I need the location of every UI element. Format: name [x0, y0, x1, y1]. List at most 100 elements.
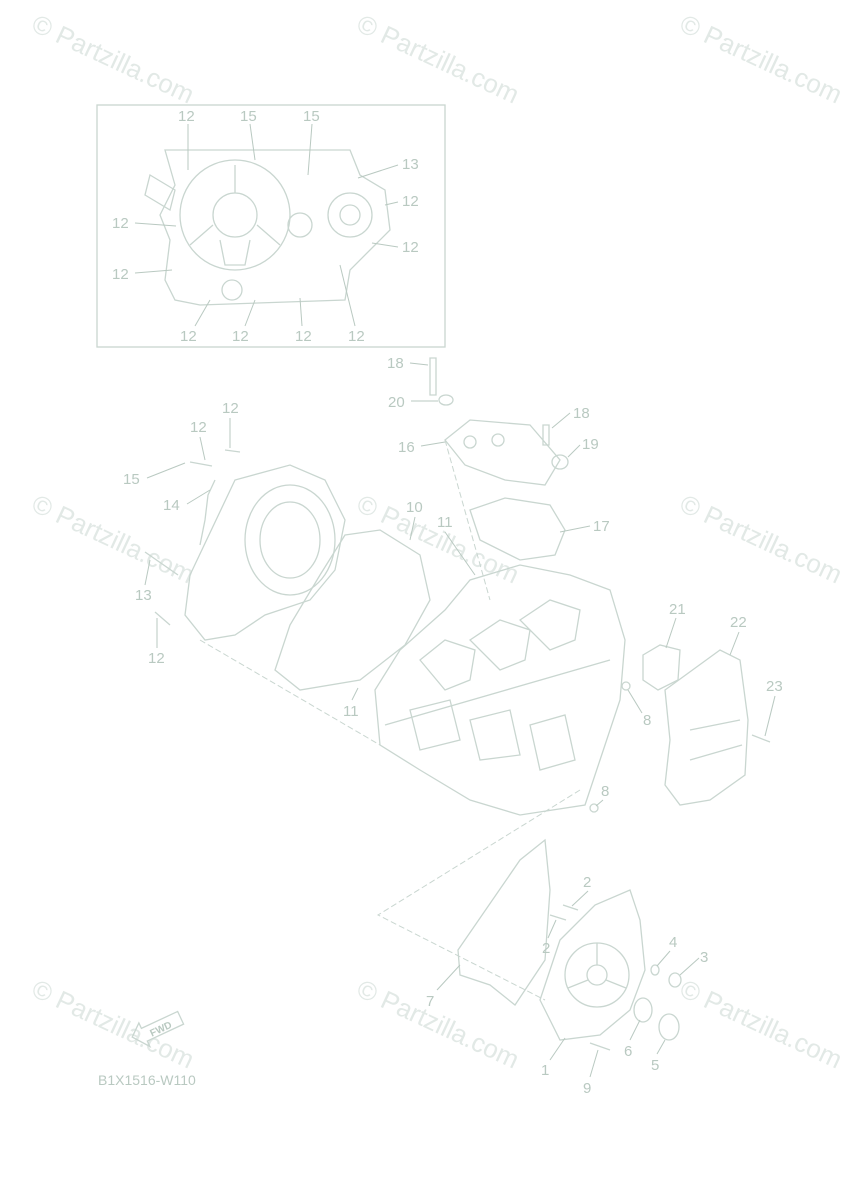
generator-cover-assembly: 2 2 4 3 7 6 5 1 9 — [426, 838, 708, 1097]
callout-22: 22 — [730, 614, 747, 631]
leader-line — [764, 695, 776, 737]
callout-2: 2 — [583, 874, 591, 891]
inset-spokes — [189, 165, 281, 266]
callout-11: 11 — [343, 703, 359, 720]
inset-breather — [144, 173, 176, 212]
leader-line — [595, 799, 604, 807]
leader-line — [629, 1019, 641, 1041]
leader-line — [627, 689, 643, 714]
bolt-9 — [589, 1042, 611, 1051]
o-ring-6 — [633, 997, 653, 1023]
callout-12: 12 — [180, 328, 197, 345]
callout-8: 8 — [643, 712, 651, 729]
crankcase-cylinder-bores — [419, 599, 581, 691]
clutch-cover-assembly: 12 12 15 14 13 12 — [123, 400, 346, 667]
crankcase-bearing-webs — [409, 699, 576, 771]
callout-6: 6 — [624, 1043, 632, 1060]
callout-12: 12 — [178, 108, 195, 125]
dowel-8 — [589, 803, 599, 813]
callout-23: 23 — [766, 678, 783, 695]
callout-16: 16 — [398, 439, 415, 456]
crankcase-split — [384, 659, 611, 726]
clutch-cover-gasket — [274, 529, 431, 691]
breather-cover — [444, 419, 561, 486]
callout-10: 10 — [406, 499, 423, 516]
top-covers: 18 20 18 16 19 10 11 17 11 — [343, 355, 610, 720]
generator-gasket-7 — [457, 838, 551, 1006]
bolt-2 — [562, 904, 579, 911]
callout-18: 18 — [387, 355, 404, 372]
generator-cover-ribs — [567, 943, 627, 989]
watermark: © Partzilla.com — [675, 488, 846, 589]
breather-hole — [463, 435, 477, 449]
generator-cover-1 — [539, 889, 646, 1041]
bolt-2 — [549, 914, 567, 921]
inset-drain-plug — [221, 279, 243, 301]
inset-clutch-cover — [159, 149, 391, 306]
crankcase — [374, 564, 626, 816]
clutch-pushrod — [199, 479, 216, 546]
leader-line — [144, 559, 151, 586]
alignment-line — [199, 639, 381, 746]
alignment-line — [376, 789, 581, 1001]
callout-13: 13 — [402, 156, 419, 173]
inset-clutch-hub — [212, 192, 258, 238]
leader-line — [409, 362, 429, 366]
callout-18: 18 — [573, 405, 590, 422]
bolt — [189, 461, 213, 467]
leader-line — [134, 269, 173, 274]
inset-sight-glass-inner — [339, 204, 361, 226]
leader-line — [589, 1049, 599, 1078]
watermark: © Partzilla.com — [675, 8, 846, 109]
watermark: © Partzilla.com — [27, 973, 198, 1074]
leader-line — [551, 412, 571, 429]
leader-line — [549, 1037, 566, 1061]
bolt — [154, 611, 171, 626]
callout-14: 14 — [163, 497, 180, 514]
bolt — [224, 449, 241, 453]
crankcase-body — [374, 564, 626, 816]
callout-12: 12 — [232, 328, 249, 345]
breather-hole — [491, 433, 505, 447]
callout-15: 15 — [240, 108, 257, 125]
leader-line — [199, 436, 206, 461]
leader-line — [357, 164, 399, 179]
leader-line — [656, 1039, 666, 1055]
clutch-cover-bowl — [244, 484, 336, 596]
plug-5 — [658, 1013, 680, 1041]
callout-12: 12 — [348, 328, 365, 345]
leader-line — [679, 957, 700, 976]
generator-cover-center — [586, 964, 608, 986]
callout-12: 12 — [402, 239, 419, 256]
callout-8: 8 — [601, 783, 609, 800]
leader-line — [547, 919, 557, 939]
callout-17: 17 — [593, 518, 610, 535]
leader-line — [244, 299, 256, 327]
bolt-18-right — [542, 424, 550, 446]
right-side-parts: 21 22 23 8 8 — [589, 601, 783, 813]
sprocket-cover-ribs — [689, 719, 743, 761]
leader-line — [571, 890, 589, 907]
watermark: © Partzilla.com — [352, 488, 523, 589]
leader-line — [186, 489, 211, 505]
callout-12: 12 — [112, 266, 129, 283]
plug-3 — [668, 972, 682, 988]
inset-clutch-housing — [179, 159, 291, 271]
watermark: © Partzilla.com — [352, 8, 523, 109]
sprocket-cover-22 — [664, 649, 749, 806]
watermark: © Partzilla.com — [675, 973, 846, 1074]
callout-9: 9 — [583, 1080, 591, 1097]
leader-line — [409, 516, 416, 541]
leader-line — [444, 531, 476, 576]
leader-line — [559, 525, 591, 533]
inset-detail: 12 15 15 13 12 12 12 12 12 12 12 12 — [96, 104, 446, 348]
inset-frame — [96, 104, 446, 348]
bolt — [144, 551, 179, 576]
leader-line — [656, 950, 671, 967]
leader-line — [420, 441, 446, 447]
bracket-cover — [469, 497, 566, 561]
callout-3: 3 — [700, 949, 708, 966]
callout-2: 2 — [542, 940, 550, 957]
callout-12: 12 — [222, 400, 239, 417]
